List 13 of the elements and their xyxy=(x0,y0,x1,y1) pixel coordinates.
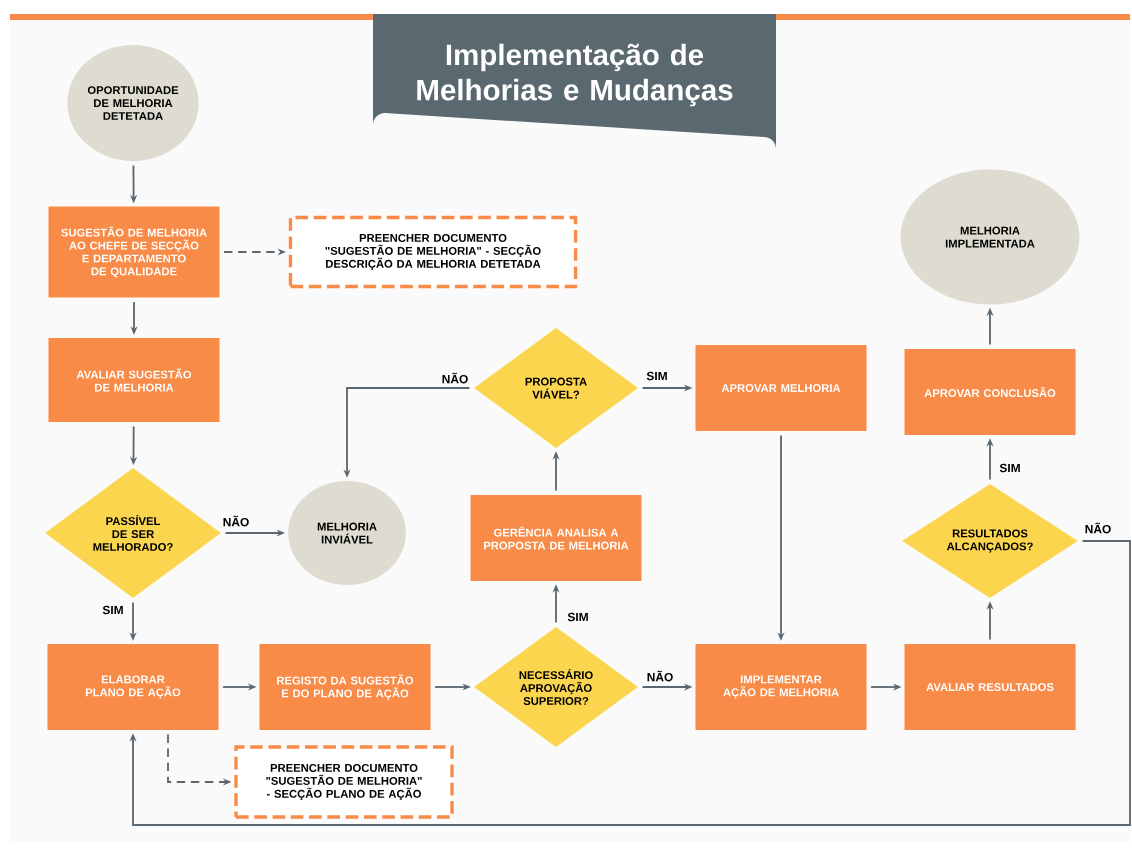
process-box: AVALIAR SUGESTÃO DE MELHORIA xyxy=(48,338,220,422)
process-box: SUGESTÃO DE MELHORIA AO CHEFE DE SECÇÃO E DEPARTAMENTO DE QUALIDADE xyxy=(48,206,220,298)
process-box: AVALIAR RESULTADOS xyxy=(904,644,1076,730)
arrow xyxy=(129,540,1131,826)
title-banner: Implementação de Melhorias e Mudanças xyxy=(373,14,776,149)
note-box: PREENCHER DOCUMENTO "SUGESTÃO DE MELHORIA" - SECÇÃO PLANO DE AÇÃO xyxy=(234,745,454,819)
note-box: PREENCHER DOCUMENTO "SUGESTÃO DE MELHORIA" - SECÇÃO DESCRIÇÃO DA MELHORIA DETETADA xyxy=(288,215,578,289)
process-box: GERÊNCIA ANALISA A PROPOSTA DE MELHORIA xyxy=(470,495,642,581)
process-box: APROVAR CONCLUSÃO xyxy=(904,349,1076,435)
process-box: IMPLEMENTAR AÇÃO DE MELHORIA xyxy=(695,644,867,730)
process-box: ELABORAR PLANO DE AÇÃO xyxy=(47,644,219,730)
process-box: REGISTO DA SUGESTÃO E DO PLANO DE AÇÃO xyxy=(259,644,431,730)
process-box: APROVAR MELHORIA xyxy=(695,345,867,431)
